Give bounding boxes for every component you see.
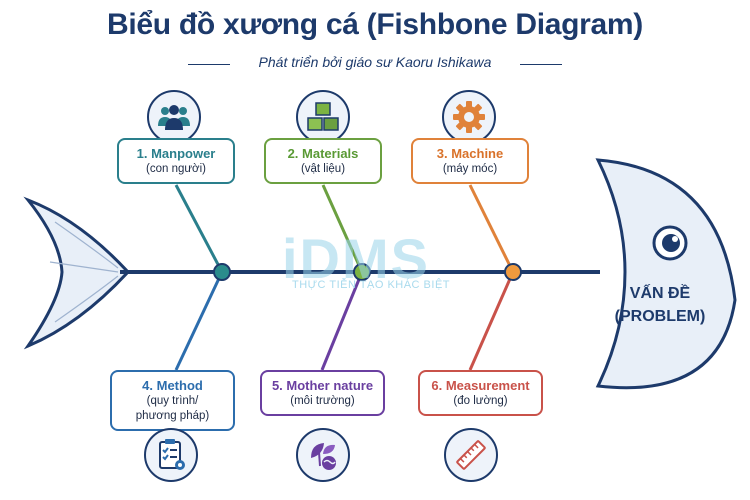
fish-tail (23, 196, 131, 350)
cause-measurement: 6. Measurement (đo lường) (418, 370, 543, 416)
watermark-slogan: THỰC TIỄN TẠO KHÁC BIỆT (292, 279, 451, 291)
bone-method (174, 271, 224, 371)
bone-materials (321, 184, 364, 273)
cause-subtitle: (môi trường) (290, 395, 355, 407)
bone-manpower (174, 184, 224, 273)
ruler-icon (444, 428, 498, 482)
cause-subtitle: (máy móc) (442, 163, 498, 175)
cause-title: 1. Manpower (136, 146, 216, 161)
bone-machine (468, 184, 515, 273)
gear-icon (442, 90, 496, 144)
subtitle-bar: Phát triển bởi giáo sư Kaoru Ishikawa (0, 52, 750, 76)
boxes-icon (296, 90, 350, 144)
cause-machine: 3. Machine (máy móc) (411, 138, 529, 184)
bone-measurement (468, 271, 515, 371)
tail-fin-lines (49, 221, 119, 323)
cause-title: 4. Method (142, 378, 203, 393)
cause-mother-nature: 5. Mother nature (môi trường) (260, 370, 385, 416)
watermark-logo: iDMS (282, 227, 430, 290)
problem-line1: VẤN ĐỀ (629, 285, 691, 302)
cause-title: 3. Machine (436, 146, 504, 161)
cause-subtitle: (con người) (146, 163, 206, 175)
checklist-icon (144, 428, 198, 482)
cause-subtitle: (quy trình/ phương pháp) (135, 395, 210, 422)
subtitle-right-rule (520, 64, 562, 65)
joint-2 (353, 263, 371, 281)
joint-3 (504, 263, 522, 281)
cause-title: 6. Measurement (431, 378, 530, 393)
problem-line2: (PROBLEM) (614, 308, 706, 325)
cause-method: 4. Method (quy trình/ phương pháp) (110, 370, 235, 431)
cause-title: 5. Mother nature (271, 378, 374, 393)
fish-eye (652, 225, 688, 261)
problem-label: VẤN ĐỀ (PROBLEM) (605, 282, 715, 328)
people-icon (147, 90, 201, 144)
bone-mother-nature (320, 271, 364, 371)
subtitle-left-rule (188, 64, 230, 65)
joint-1 (213, 263, 231, 281)
cause-subtitle: (đo lường) (453, 395, 508, 407)
cause-title: 2. Materials (287, 146, 359, 161)
cause-manpower: 1. Manpower (con người) (117, 138, 235, 184)
cause-materials: 2. Materials (vật liệu) (264, 138, 382, 184)
page-title: Biểu đồ xương cá (Fishbone Diagram) (107, 8, 643, 41)
subtitle: Phát triển bởi giáo sư Kaoru Ishikawa (258, 54, 492, 70)
plant-globe-icon (296, 428, 350, 482)
fish-head (595, 158, 737, 390)
cause-subtitle: (vật liệu) (300, 163, 346, 175)
